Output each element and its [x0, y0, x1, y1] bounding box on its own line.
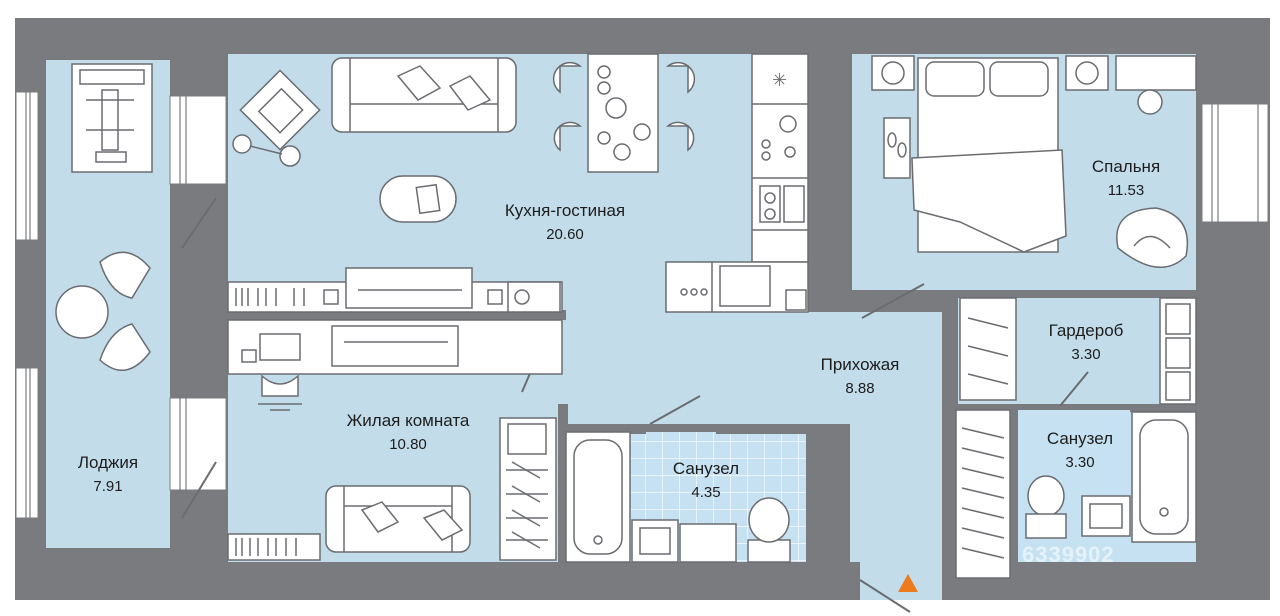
room-name: Санузел [1046, 429, 1114, 448]
entrance-arrow-icon [898, 574, 918, 592]
window-bedroom [1201, 103, 1269, 223]
label-kitchen: Кухня-гостиная 20.60 [480, 200, 650, 248]
room-area: 4.35 [691, 484, 721, 501]
wardrobe-racks [959, 297, 1197, 405]
sofa-living [325, 485, 471, 553]
coffee-table [379, 175, 457, 223]
nightstands [871, 55, 1109, 91]
armchair-bedroom [1116, 207, 1189, 268]
room-area: 8.88 [845, 380, 875, 397]
room-area: 11.53 [1107, 182, 1145, 199]
room-name: Кухня-гостиная [504, 201, 626, 220]
wardrobe-living [499, 417, 557, 561]
window-loggia-bottom [15, 367, 39, 519]
floor-entrance [860, 562, 942, 600]
windows [15, 91, 1269, 519]
room-name: Прихожая [820, 355, 900, 374]
room-area: 20.60 [546, 226, 584, 243]
bathtub-2 [1131, 411, 1197, 543]
room-area: 7.91 [93, 478, 123, 495]
room-area: 3.30 [1071, 346, 1101, 363]
desk [227, 319, 563, 411]
label-living: Жилая комната 10.80 [318, 410, 498, 458]
bathtub-1 [565, 431, 631, 563]
label-bath1: Санузел 4.35 [656, 458, 756, 506]
loggia-pillar [170, 252, 226, 398]
room-name: Спальня [1091, 157, 1161, 176]
label-wardrobe: Гардероб 3.30 [1036, 320, 1136, 368]
label-loggia: Лоджия 7.91 [58, 452, 158, 500]
floor-hallway [558, 312, 943, 424]
sofa-kitchen [331, 57, 517, 133]
exercise-machine [71, 63, 153, 173]
toilet-1 [747, 497, 791, 563]
sink-1 [631, 519, 737, 563]
room-name: Жилая комната [346, 411, 470, 430]
window-kitchen [169, 95, 227, 185]
label-bath2: Санузел 3.30 [1030, 428, 1130, 476]
room-name: Гардероб [1048, 321, 1124, 340]
window-living [169, 397, 227, 491]
label-bedroom: Спальня 11.53 [1076, 156, 1176, 204]
watermark: 6339902 [1022, 542, 1115, 567]
dining-table [552, 53, 696, 173]
kitchen-sink-unit [665, 261, 809, 313]
vanity [1115, 55, 1197, 115]
bookshelf-living [227, 533, 321, 561]
slippers [883, 117, 911, 179]
room-area: 3.30 [1065, 454, 1095, 471]
sink-2 [1081, 495, 1131, 537]
armchair-kitchen [232, 69, 321, 167]
kitchen-counter [751, 53, 809, 263]
tv-stand [227, 267, 563, 313]
room-area: 10.80 [389, 436, 427, 453]
bed [911, 57, 1067, 253]
hallway-closet [955, 409, 1011, 579]
label-hallway: Прихожая 8.88 [800, 354, 920, 402]
room-name: Лоджия [77, 453, 139, 472]
lounge-chairs [55, 251, 151, 372]
window-loggia-top [15, 91, 39, 241]
snowflake-icon: ✳ [772, 70, 787, 91]
room-name: Санузел [672, 459, 740, 478]
toilet-2 [1025, 475, 1067, 539]
partitions [228, 54, 1196, 564]
floor-hallway-2 [850, 424, 943, 562]
